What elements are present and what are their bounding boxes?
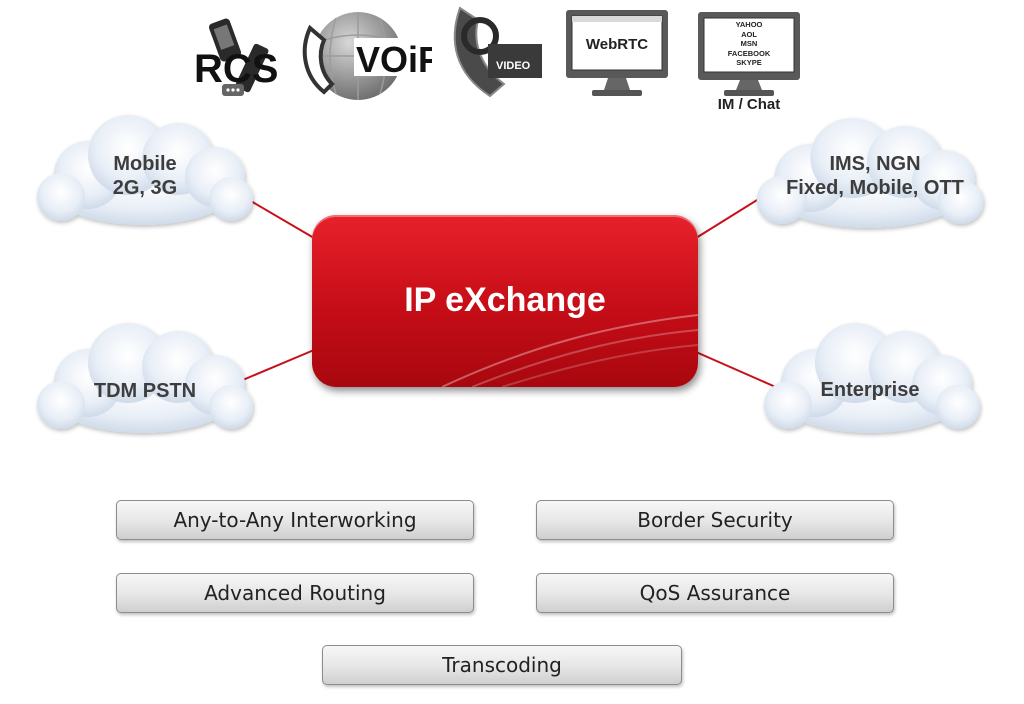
cloud-tdm: [37, 323, 253, 433]
im-item: FACEBOOK: [727, 48, 771, 58]
voip-label: VOiP: [356, 39, 432, 80]
network-line: Fixed, Mobile, OTT: [786, 177, 964, 199]
im-item: YAHOO: [735, 20, 763, 29]
webrtc-monitor-icon: WebRTC: [564, 8, 670, 98]
ip-exchange-hub: IP eXchange: [312, 215, 698, 387]
rcs-label: RCS: [194, 47, 278, 91]
im-item: MSN: [740, 39, 758, 49]
im-item: AOL: [741, 29, 757, 39]
capability-transcoding: Transcoding: [322, 645, 682, 685]
video-label: VIDEO: [496, 60, 531, 72]
im-item: SKYPE: [736, 58, 762, 68]
connector-tdm: [237, 349, 315, 383]
video-call-icon: VIDEO: [446, 2, 546, 100]
im-list: YAHOO AOL MSN FACEBOOK SKYPE: [704, 20, 794, 68]
network-line: TDM PSTN: [93, 380, 197, 402]
capability-qos-assurance: QoS Assurance: [536, 573, 894, 613]
capability-border-security: Border Security: [536, 500, 894, 540]
webrtc-label: WebRTC: [585, 36, 649, 53]
capability-any-to-any-interworking: Any-to-Any Interworking: [116, 500, 474, 540]
im-chat-caption: IM / Chat: [717, 96, 781, 113]
rcs-icon: RCS: [192, 14, 286, 104]
im-chat-monitor-icon: YAHOO AOL MSN FACEBOOK SKYPE: [696, 10, 802, 98]
network-label-enterprise: Enterprise: [800, 378, 940, 402]
network-line: IMS, NGN: [829, 153, 921, 175]
hub-title: IP eXchange: [404, 281, 606, 319]
voip-icon: VOiP: [296, 10, 442, 102]
network-line: 2G, 3G: [112, 177, 178, 199]
hub-swoosh: [441, 314, 698, 387]
network-label-ims: IMS, NGN Fixed, Mobile, OTT: [750, 152, 1000, 200]
connector-enterprise: [695, 351, 779, 389]
network-label-mobile: Mobile 2G, 3G: [90, 152, 200, 200]
capability-advanced-routing: Advanced Routing: [116, 573, 474, 613]
network-line: Enterprise: [820, 379, 920, 401]
network-line: Mobile: [113, 153, 177, 175]
network-label-tdm: TDM PSTN: [70, 379, 220, 403]
